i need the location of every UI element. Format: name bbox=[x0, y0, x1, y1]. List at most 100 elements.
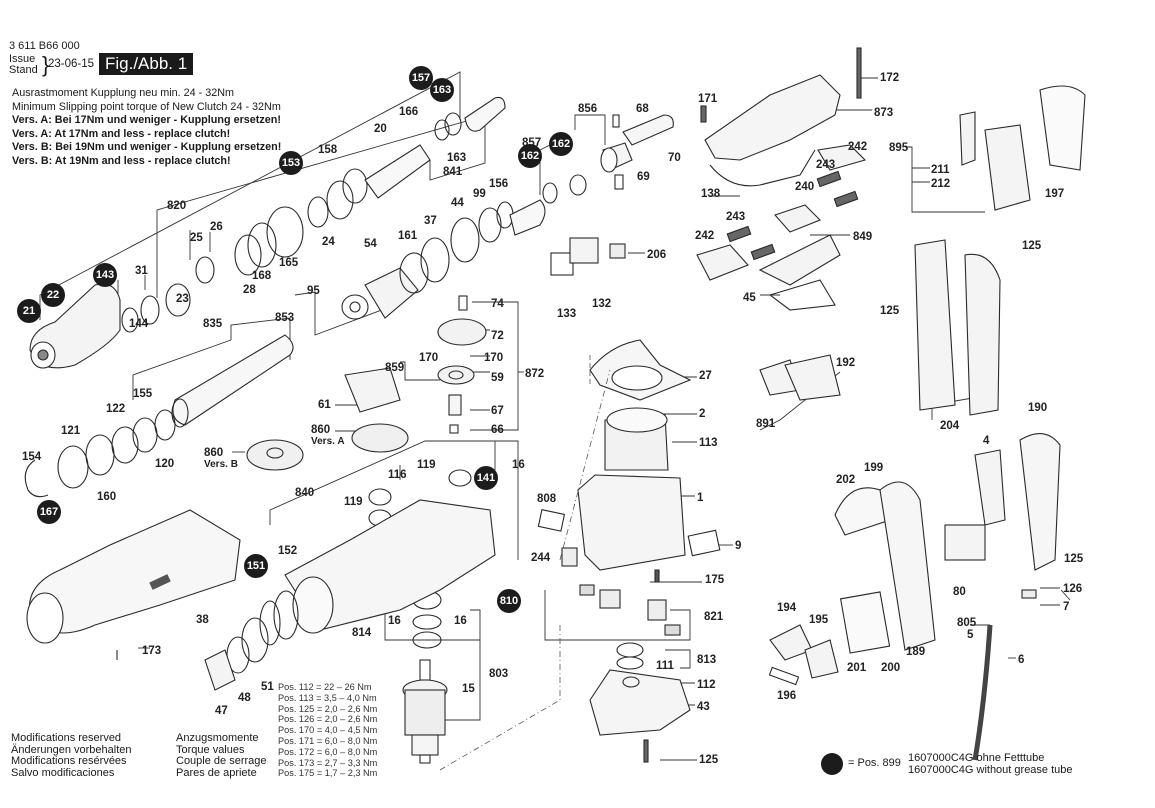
part-label: 74 bbox=[491, 298, 504, 310]
part-label: 170 bbox=[484, 352, 504, 364]
part-label: 126 bbox=[1063, 583, 1083, 595]
part-label: 175 bbox=[705, 574, 725, 586]
part-label: 27 bbox=[699, 370, 712, 382]
part-label: 240 bbox=[795, 181, 815, 193]
armature bbox=[402, 625, 561, 771]
part-label: 156 bbox=[489, 178, 509, 190]
part-label: 835 bbox=[203, 318, 223, 330]
part-label: 163 bbox=[447, 152, 467, 164]
part-label: 99 bbox=[473, 188, 486, 200]
modification-line: Modifications resérvées bbox=[11, 755, 127, 767]
black-circle-icon bbox=[821, 753, 843, 775]
torque-value: Pos. 113 = 3,5 – 4,0 Nm bbox=[278, 692, 377, 703]
legend-desc-de: 1607000C4G ohne Fetttube bbox=[908, 752, 1045, 764]
part-label: 243 bbox=[726, 211, 746, 223]
part-label: 196 bbox=[777, 690, 797, 702]
part-label: 4 bbox=[983, 435, 990, 447]
part-label: 202 bbox=[836, 474, 856, 486]
part-label: 120 bbox=[155, 458, 175, 470]
part-label: 51 bbox=[261, 681, 274, 693]
modification-line: Salvo modificaciones bbox=[11, 766, 115, 779]
part-label: 173 bbox=[142, 645, 162, 657]
part-label: 59 bbox=[491, 372, 504, 384]
part-label: 200 bbox=[881, 662, 901, 674]
brace-icon: } bbox=[42, 52, 50, 77]
brush-holder-assembly bbox=[579, 584, 681, 636]
part-label: 808 bbox=[537, 493, 557, 505]
part-label: 211 bbox=[931, 164, 950, 176]
part-label: 121 bbox=[61, 425, 81, 437]
note-line: Vers. B: Bei 19Nm und weniger - Kupplung… bbox=[12, 141, 282, 154]
part-label: 44 bbox=[451, 197, 464, 209]
note-line: Minimum Slipping point torque of New Clu… bbox=[12, 100, 281, 113]
legend-description: 1607000C4G ohne Fetttube 1607000C4G with… bbox=[908, 752, 1073, 776]
part-label: 840 bbox=[295, 487, 315, 499]
torque-value: Pos. 125 = 2,0 – 2,6 Nm bbox=[278, 703, 378, 714]
part-label: 853 bbox=[275, 312, 295, 324]
part-label: 168 bbox=[252, 270, 272, 282]
part-label: 166 bbox=[399, 106, 419, 118]
part-label: 38 bbox=[196, 614, 209, 626]
grease-badge: 143 bbox=[93, 263, 117, 287]
part-label: 125 bbox=[1064, 553, 1084, 565]
part-label: 805 bbox=[957, 617, 977, 629]
part-label: 111 bbox=[656, 660, 674, 672]
part-label: 171 bbox=[698, 93, 718, 105]
motor-housing bbox=[537, 339, 721, 583]
part-label: 66 bbox=[491, 424, 504, 436]
part-label: 132 bbox=[592, 298, 612, 310]
part-label: 244 bbox=[531, 552, 551, 564]
part-label: 242 bbox=[695, 230, 715, 242]
part-label: 204 bbox=[940, 420, 960, 432]
part-label: 199 bbox=[864, 462, 884, 474]
gear-housing bbox=[204, 499, 496, 691]
part-label: 26 bbox=[210, 221, 223, 233]
part-label: 206 bbox=[647, 249, 667, 261]
part-label: Vers. B bbox=[204, 459, 238, 470]
grease-badge: 167 bbox=[37, 500, 61, 524]
torque-heading: Pares de apriete bbox=[176, 766, 257, 779]
part-label: 16 bbox=[388, 615, 401, 627]
part-label: 212 bbox=[931, 178, 951, 190]
part-label: 119 bbox=[344, 496, 363, 508]
clutch-notes: Ausrastmoment Kupplung neu min. 24 - 32N… bbox=[12, 87, 281, 169]
part-label: 125 bbox=[699, 754, 719, 766]
part-label: 125 bbox=[1022, 240, 1042, 252]
part-label: 144 bbox=[129, 318, 149, 330]
part-label: 70 bbox=[668, 152, 681, 164]
part-label: Vers. A bbox=[311, 436, 345, 447]
part-label: 154 bbox=[22, 451, 42, 463]
part-label: 47 bbox=[215, 705, 228, 717]
part-label: 125 bbox=[880, 305, 900, 317]
part-label: 112 bbox=[697, 679, 716, 691]
torque-value: Pos. 172 = 6,0 – 8,0 Nm bbox=[278, 746, 378, 757]
part-label: 133 bbox=[557, 308, 577, 320]
note-line: Ausrastmoment Kupplung neu min. 24 - 32N… bbox=[12, 87, 235, 99]
legend-pos: = Pos. 899 bbox=[848, 757, 901, 769]
issue-label-en: Issue bbox=[9, 53, 36, 65]
torque-value: Pos. 170 = 4,0 – 4,5 Nm bbox=[278, 725, 378, 736]
torque-value: Pos. 173 = 2,7 – 3,3 Nm bbox=[278, 757, 378, 768]
part-label: 860 bbox=[204, 447, 224, 459]
part-label: 25 bbox=[190, 232, 203, 244]
torque-heading: Anzugsmomente bbox=[176, 732, 259, 744]
part-label: 860 bbox=[311, 424, 331, 436]
note-line: Vers. A: Bei 17Nm und weniger - Kupplung… bbox=[12, 114, 281, 127]
part-label: 54 bbox=[364, 238, 377, 250]
part-label: 201 bbox=[847, 662, 867, 674]
torque-value: Pos. 112 = 22 – 26 Nm bbox=[278, 682, 372, 692]
modification-line: Änderungen vorbehalten bbox=[11, 743, 132, 756]
part-label: 68 bbox=[636, 103, 649, 115]
part-label: 152 bbox=[278, 545, 298, 557]
torque-value: Pos. 126 = 2,0 – 2,6 Nm bbox=[278, 714, 378, 725]
part-label: 69 bbox=[637, 171, 650, 183]
part-label: 5 bbox=[967, 629, 974, 641]
part-label: 194 bbox=[777, 602, 797, 614]
issue-date: 23-06-15 bbox=[48, 58, 95, 70]
figure-title: Fig./Abb. 1 bbox=[99, 53, 194, 75]
gear-set bbox=[246, 295, 487, 471]
chuck-assembly bbox=[29, 96, 506, 369]
part-label: 138 bbox=[701, 188, 721, 200]
